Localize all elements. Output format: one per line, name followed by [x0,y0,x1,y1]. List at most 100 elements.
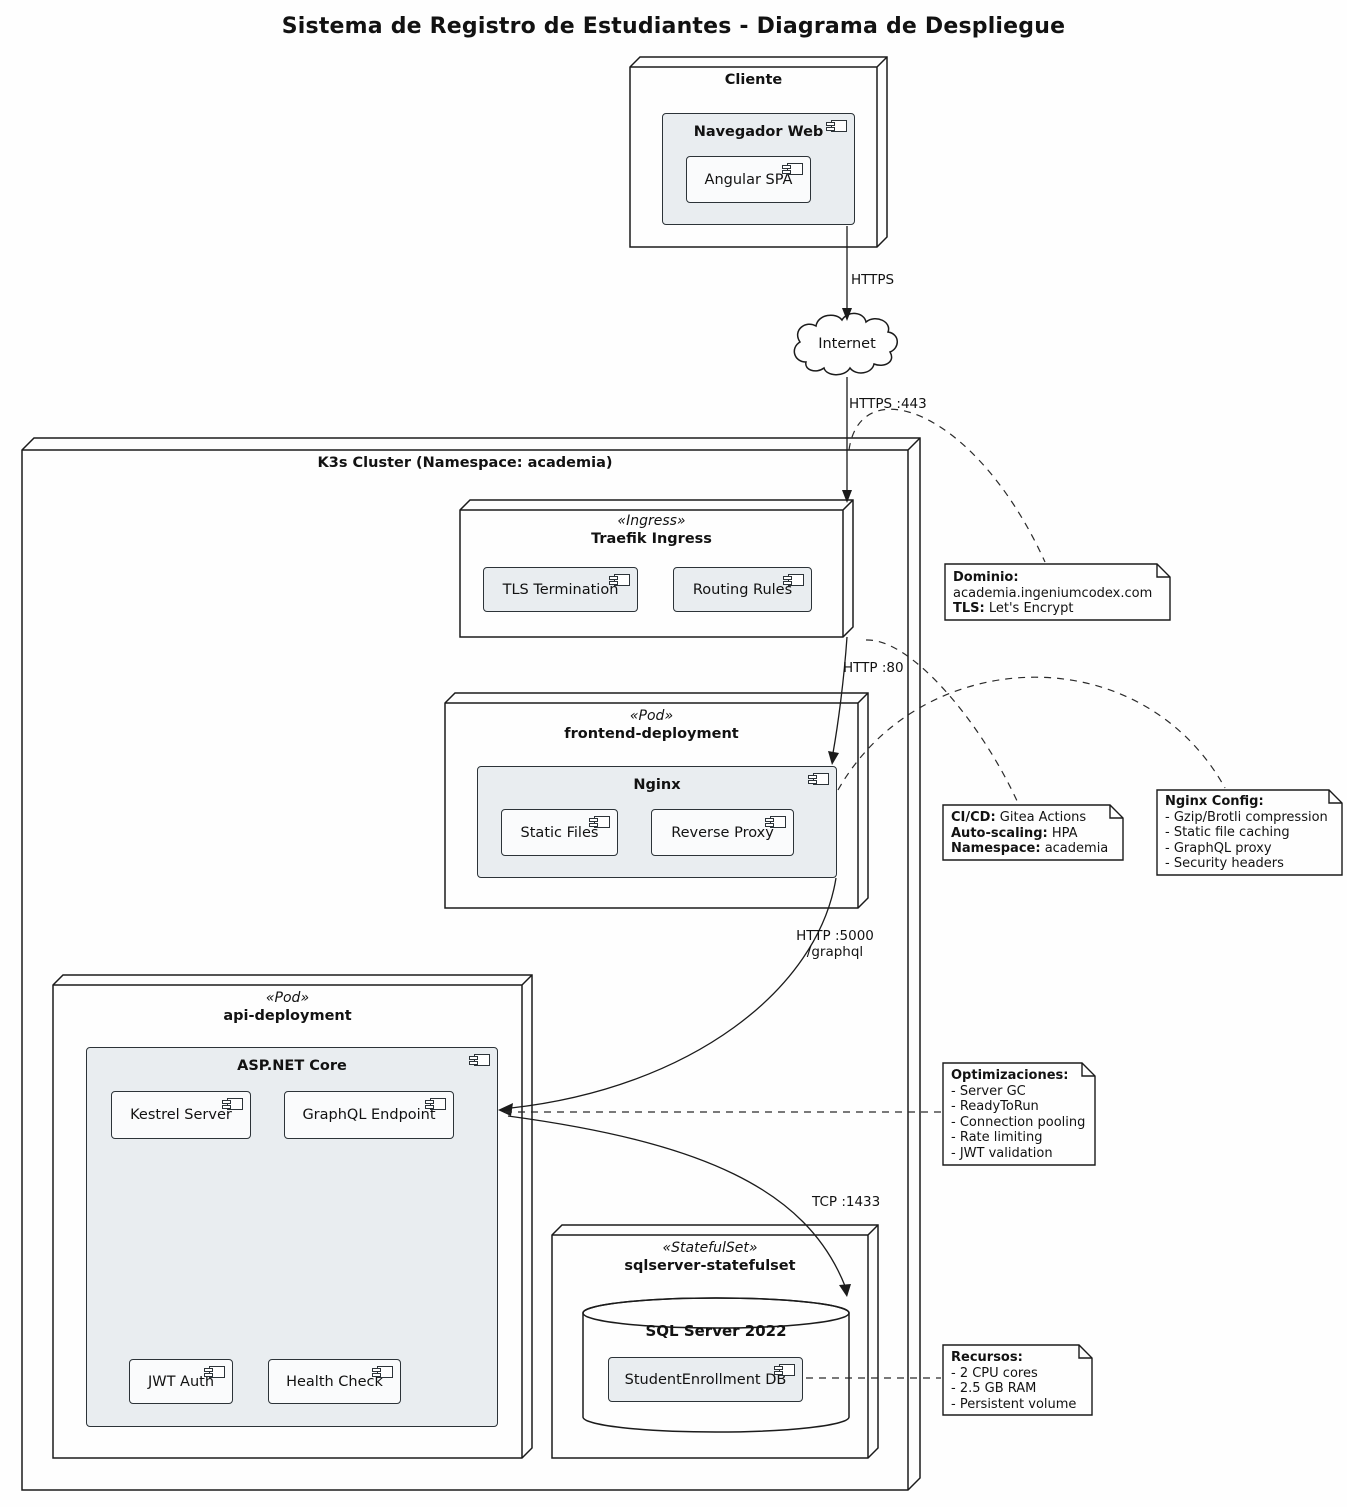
note-optimizaciones: Optimizaciones: - Server GC - ReadyToRun… [951,1068,1085,1162]
note-shape-recursos [942,1344,1093,1416]
note-line: - Server GC [951,1083,1026,1099]
component-label: Angular SPA [704,171,793,188]
component-kestrel-server: Kestrel Server [111,1091,251,1139]
component-label: Health Check [286,1373,383,1390]
edge-label-http-80: HTTP :80 [843,660,904,676]
edge-label-tcp-1433: TCP :1433 [812,1194,881,1210]
internet-label: Internet [818,336,876,352]
note-line: - ReadyToRun [951,1099,1039,1115]
note-shape-nginx-config [1156,789,1343,876]
component-title: Navegador Web [693,124,824,140]
note-line: - Gzip/Brotli compression [1165,809,1328,825]
edge-label-line: HTTP :5000 [796,928,874,944]
component-angular-spa: Angular SPA [686,156,811,203]
note-dominio: Dominio: academia.ingeniumcodex.com TLS:… [953,570,1152,617]
note-line: - Persistent volume [951,1396,1077,1412]
component-static-files: Static Files [501,809,618,856]
note-line: Let's Encrypt [984,601,1074,617]
component-title: Nginx [633,777,681,793]
component-icon [204,1366,225,1378]
arrowhead [839,1284,851,1297]
note-line: HPA [1047,825,1078,841]
component-navegador-web: Navegador Web Angular SPA [662,113,855,225]
note-line: - 2.5 GB RAM [951,1381,1037,1397]
component-icon [782,163,803,175]
component-routing-rules: Routing Rules [673,567,812,612]
note-recursos: Recursos: - 2 CPU cores - 2.5 GB RAM - P… [951,1350,1076,1412]
arrowhead [498,1103,513,1116]
internet-cloud-shape [793,312,898,376]
note-line: academia.ingeniumcodex.com [953,585,1153,601]
note-line: - Connection pooling [951,1114,1086,1130]
component-icon [774,1364,795,1376]
note-line: Recursos: [951,1350,1023,1365]
component-icon [826,120,847,132]
node-label-cliente: Cliente [724,72,783,88]
stereotype: «Pod» [629,708,674,724]
component-label: Reverse Proxy [671,824,774,841]
component-icon [765,816,786,828]
component-health-check: Health Check [268,1359,401,1404]
component-jwt-auth: JWT Auth [129,1359,233,1404]
node-name: frontend-deployment [564,726,739,743]
component-icon [222,1098,243,1110]
stereotype: «Pod» [265,990,310,1006]
component-icon [609,574,630,586]
node-label-api: «Pod» api-deployment [53,989,522,1026]
database-label-sqlserver: SQL Server 2022 [645,1322,787,1340]
note-line: - JWT validation [951,1145,1053,1161]
component-label: Kestrel Server [130,1107,232,1123]
note-line: Namespace: [951,841,1041,857]
node-name: api-deployment [223,1008,352,1025]
node-label-statefulset: «StatefulSet» sqlserver-statefulset [552,1239,868,1276]
node-name: Traefik Ingress [591,531,712,548]
component-icon [425,1098,446,1110]
note-line: - Rate limiting [951,1130,1043,1146]
arrowhead [828,751,839,765]
arrow-http-5000 [510,877,837,1109]
component-studentenrollment-db: StudentEnrollment DB [608,1357,803,1402]
note-line: Dominio: [953,570,1019,585]
stereotype: «StatefulSet» [662,1240,758,1256]
connector-dominio [848,408,1046,563]
connector-nginx-config [837,676,1226,791]
note-shape-cicd [942,804,1124,861]
note-line: - 2 CPU cores [951,1365,1038,1381]
note-shape-optimizaciones [942,1062,1096,1166]
diagram-title: Sistema de Registro de Estudiantes - Dia… [281,14,1066,39]
arrowhead [842,490,852,503]
component-label: JWT Auth [147,1373,215,1390]
connector-cicd [865,639,1019,804]
note-line: Optimizaciones: [951,1068,1069,1083]
note-line: academia [1040,841,1109,857]
component-aspnet-core: ASP.NET Core Kestrel Server GraphQL Endp… [86,1047,498,1427]
node-name: sqlserver-statefulset [624,1258,796,1275]
component-label: TLS Termination [502,581,619,598]
stereotype: «Ingress» [617,513,686,529]
note-line: Auto-scaling: [951,825,1048,841]
component-reverse-proxy: Reverse Proxy [651,809,794,856]
component-graphql-endpoint: GraphQL Endpoint [284,1091,454,1139]
note-line: - GraphQL proxy [1165,840,1272,856]
arrow-http-80 [832,636,848,754]
component-tls-termination: TLS Termination [483,567,638,612]
component-icon [808,773,829,785]
component-nginx: Nginx Static Files Reverse Proxy [477,766,837,878]
component-icon [783,574,804,586]
component-label: Routing Rules [692,581,793,598]
component-label: GraphQL Endpoint [302,1107,436,1123]
component-title: ASP.NET Core [237,1058,347,1074]
edge-label-https: HTTPS [851,272,895,288]
node-label-k3s-cluster: K3s Cluster (Namespace: academia) [317,455,613,471]
note-line: Gitea Actions [995,810,1087,825]
node-label-frontend: «Pod» frontend-deployment [445,707,858,744]
edge-label-https-443: HTTPS :443 [849,396,927,412]
node-label-traefik: «Ingress» Traefik Ingress [460,512,843,549]
note-line: - Static file caching [1165,825,1290,841]
note-line: - Security headers [1165,856,1284,872]
arrow-tcp-1433 [507,1115,846,1287]
arrowhead [842,308,852,321]
edge-label-line: /graphql [806,944,864,960]
note-nginx-config: Nginx Config: - Gzip/Brotli compression … [1165,794,1328,872]
